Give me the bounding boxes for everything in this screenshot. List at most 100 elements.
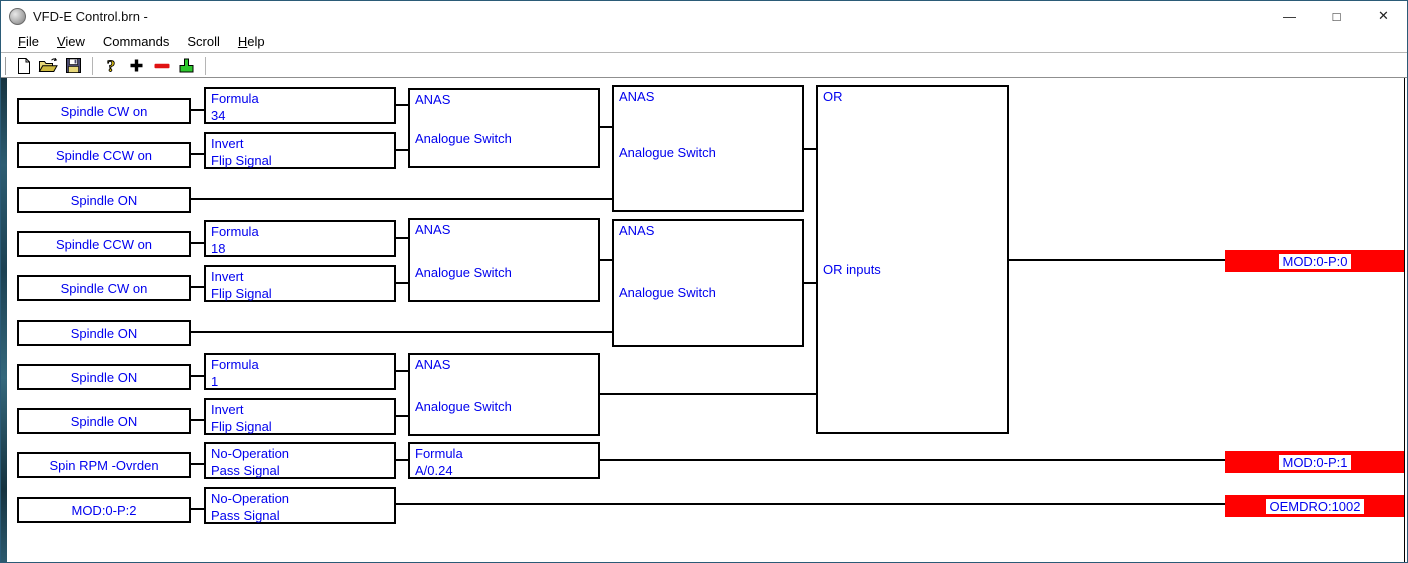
anas-node-analogue-switch[interactable]: ANAS Analogue Switch [408,88,600,168]
anas-node-desc: Analogue Switch [619,145,716,160]
input-node-spindle-on[interactable]: Spindle ON [17,364,191,390]
ground-icon [178,58,195,73]
help-button[interactable]: ? [99,55,124,77]
op-node-param: A/0.24 [415,463,453,478]
input-node-spindle-ccw-on[interactable]: Spindle CCW on [17,231,191,257]
menu-view[interactable]: View [56,34,85,49]
anas-node-analogue-switch[interactable]: ANAS Analogue Switch [408,353,600,436]
anas-node-type: ANAS [415,357,451,372]
anas-node-desc: Analogue Switch [415,399,512,414]
open-file-button[interactable] [36,55,61,77]
menu-file[interactable]: File [18,34,39,49]
add-button[interactable] [124,55,149,77]
op-node-type: No-Operation [211,491,290,506]
wire [598,459,1225,461]
wire [191,419,204,421]
wire [598,393,816,395]
maximize-button[interactable]: □ [1332,8,1341,24]
title-bar: VFD-E Control.brn - — □ ✕ [1,1,1407,31]
output-terminal-oemdro-1002[interactable]: OEMDRO:1002 [1225,495,1405,517]
anas-node-type: ANAS [619,223,655,238]
wire [598,126,612,128]
canvas-right-border [1404,78,1405,562]
toolbar: ? [1,54,1407,78]
toolbar-groove [5,56,7,75]
open-icon [38,57,59,74]
wire [191,242,204,244]
input-node-label: Spindle ON [70,369,138,385]
op-node-param: Flip Signal [211,286,272,301]
help-icon: ? [104,57,119,75]
input-node-spindle-on[interactable]: Spindle ON [17,320,191,346]
wire [191,375,204,377]
input-node-label: Spindle CCW on [55,147,153,163]
wire [191,153,204,155]
input-node-label: Spindle ON [70,413,138,429]
wire [802,282,816,284]
menu-help[interactable]: Help [237,34,265,49]
anas-node-desc: Analogue Switch [415,265,512,280]
wire [396,104,408,106]
op-node-param: Flip Signal [211,153,272,168]
output-terminal-label: MOD:0-P:0 [1279,253,1351,269]
input-node-spindle-on[interactable]: Spindle ON [17,187,191,213]
menu-commands[interactable]: Commands [102,34,170,49]
minimize-button[interactable]: — [1283,8,1296,24]
output-terminal-label: MOD:0-P:1 [1279,454,1351,470]
anas-node-type: ANAS [415,92,451,107]
menu-scroll[interactable]: Scroll [187,34,220,49]
input-node-spindle-cw-on[interactable]: Spindle CW on [17,275,191,301]
save-icon [65,57,82,74]
wire [396,503,1225,505]
input-node-label: Spindle CCW on [55,236,153,252]
input-node-spin-rpm-ovrden[interactable]: Spin RPM -Ovrden [17,452,191,478]
output-terminal-mod-0-p-0[interactable]: MOD:0-P:0 [1225,250,1405,272]
wire [191,109,204,111]
input-node-label: Spin RPM -Ovrden [49,457,159,473]
window-title: VFD-E Control.brn - [33,8,148,24]
save-button[interactable] [61,55,86,77]
op-node-type: Invert [211,269,244,284]
remove-button[interactable] [149,55,174,77]
input-node-label: MOD:0-P:2 [71,502,137,518]
input-node-spindle-cw-on[interactable]: Spindle CW on [17,98,191,124]
wire [396,370,408,372]
op-node-param: Pass Signal [211,463,280,478]
wire [191,463,204,465]
output-terminal-mod-0-p-1[interactable]: MOD:0-P:1 [1225,451,1405,473]
or-node-type: OR [823,89,843,104]
op-node-type: Formula [211,91,259,106]
wire [802,148,816,150]
anas-node-desc: Analogue Switch [415,131,512,146]
close-button[interactable]: ✕ [1378,8,1389,23]
plus-icon [129,58,144,73]
wire [396,459,408,461]
input-node-spindle-on[interactable]: Spindle ON [17,408,191,434]
menu-bar: File View Commands Scroll Help [1,31,1407,53]
input-node-spindle-ccw-on[interactable]: Spindle CCW on [17,142,191,168]
op-node-param: Pass Signal [211,508,280,523]
minus-icon [153,59,171,73]
op-node-type: Invert [211,136,244,151]
toolbar-separator [205,56,206,75]
terminal-button[interactable] [174,55,199,77]
new-icon [15,57,32,75]
input-node-mod-0-p-2[interactable]: MOD:0-P:2 [17,497,191,523]
new-file-button[interactable] [11,55,36,77]
wire [396,415,408,417]
wire [598,259,612,261]
